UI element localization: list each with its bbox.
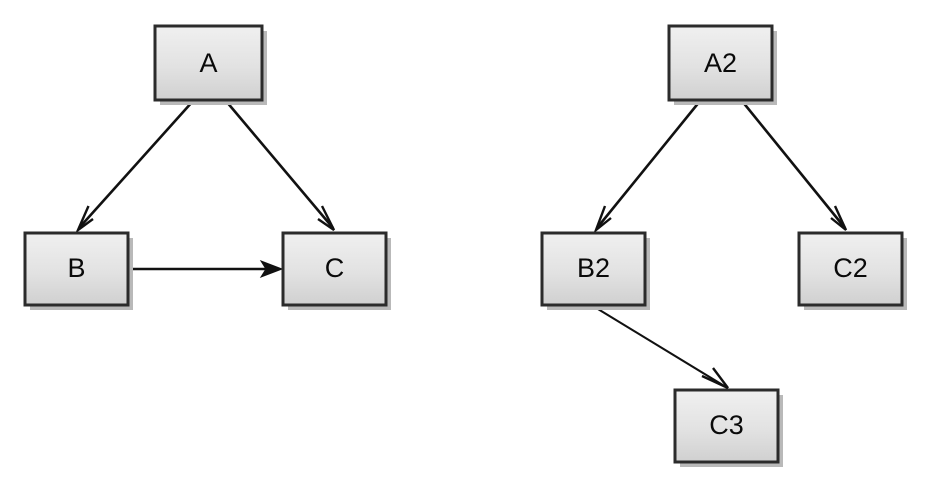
node-a2-box[interactable]	[667, 24, 774, 102]
node-c3-box[interactable]	[673, 388, 780, 464]
node-b-box[interactable]	[23, 231, 130, 307]
node-c2-label: C2	[833, 253, 868, 283]
node-a[interactable]: A	[153, 24, 267, 105]
edge-a-to-c-arrowhead	[317, 205, 336, 231]
node-b2-box[interactable]	[540, 231, 647, 307]
node-c3[interactable]: C3	[673, 388, 783, 467]
node-a-label: A	[199, 48, 217, 78]
node-a-box[interactable]	[153, 24, 264, 102]
edge-a2-to-c2-line	[740, 100, 847, 229]
edge-b2-to-c3-line	[592, 305, 727, 388]
node-c-label: C	[325, 253, 345, 283]
node-c-box[interactable]	[281, 231, 388, 307]
node-a2[interactable]: A2	[667, 24, 777, 105]
node-b-label: B	[67, 253, 85, 283]
node-c2-box[interactable]	[797, 231, 904, 307]
edge-a-to-c-line	[225, 100, 334, 229]
left-graph: A B C	[23, 24, 391, 310]
right-graph: A2 B2 C2 C3	[540, 24, 907, 467]
node-c3-label: C3	[709, 410, 744, 440]
node-c[interactable]: C	[281, 231, 391, 310]
edge-a-to-b-line	[78, 100, 194, 229]
node-b2-label: B2	[577, 253, 610, 283]
edge-a2-to-c2-arrowhead	[830, 205, 848, 231]
edge-a2-to-b2-line	[595, 100, 702, 229]
edge-b-to-c[interactable]	[130, 260, 284, 278]
node-c2[interactable]: C2	[797, 231, 907, 310]
edge-a2-to-c2[interactable]	[740, 100, 848, 231]
edge-b-to-c-arrowhead	[259, 260, 284, 278]
edge-a2-to-b2-arrowhead	[593, 205, 612, 234]
edge-a-to-b[interactable]	[75, 100, 194, 234]
edge-a-to-c[interactable]	[225, 100, 336, 231]
edge-a-to-b-arrowhead	[75, 205, 94, 234]
edge-a2-to-b2[interactable]	[593, 100, 702, 234]
node-b[interactable]: B	[23, 231, 133, 310]
edge-b2-to-c3[interactable]	[592, 305, 729, 390]
node-b2[interactable]: B2	[540, 231, 650, 310]
edge-b2-to-c3-arrowhead	[701, 367, 729, 390]
node-a2-label: A2	[704, 48, 737, 78]
